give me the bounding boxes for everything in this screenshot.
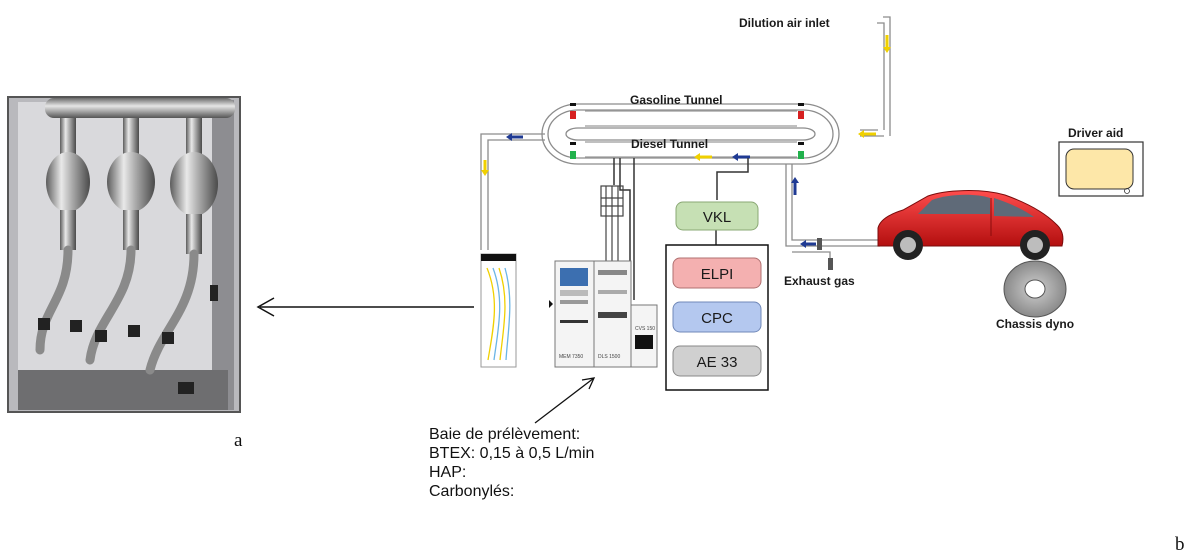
gasoline-tunnel-label: Gasoline Tunnel (630, 93, 722, 107)
sampling-rack: MEM 7350 DLS 1500 CVS 150 (549, 260, 658, 368)
photo-link-arrow (256, 297, 474, 317)
sampling-notes-title: Baie de prélèvement: (429, 426, 581, 443)
exhaust-arrow-left (800, 240, 816, 248)
rack-label-1: MEM 7350 (559, 354, 583, 360)
driver-aid-monitor (1058, 141, 1144, 197)
elpi-label: ELPI (701, 266, 734, 283)
car (877, 190, 1064, 260)
tunnel-markers (570, 103, 804, 159)
diesel-tunnel-bore (585, 142, 797, 157)
cpc-box (672, 301, 762, 333)
dilution-arrow-left (858, 130, 876, 138)
exit-arrow-down (481, 160, 489, 176)
sampling-note-hap: HAP: (429, 464, 467, 481)
vkl-label: VKL (703, 209, 731, 226)
sampling-lines (613, 158, 749, 300)
sampling-note-carbonyl: Carbonylés: (429, 483, 515, 500)
diesel-flow-arrows (694, 153, 750, 161)
chassis-dyno (1003, 260, 1067, 318)
elpi-box (672, 257, 762, 289)
sampling-cabinet-photo (7, 96, 241, 413)
exhaust-outlet (828, 258, 833, 270)
sampling-notes: Baie de prélèvement: BTEX: 0,15 à 0,5 L/… (429, 425, 594, 501)
exhaust-arrow-up (791, 177, 799, 195)
dilution-air-pipe (860, 16, 891, 137)
exhaust-gas-label: Exhaust gas (784, 274, 855, 288)
exit-arrow-left (506, 133, 523, 141)
diesel-tunnel-label: Diesel Tunnel (631, 137, 708, 151)
cpc-label: CPC (701, 310, 733, 327)
sampling-probe (480, 253, 517, 368)
dilution-arrow-down (883, 35, 891, 53)
vkl-box (675, 201, 759, 231)
chassis-dyno-label: Chassis dyno (996, 317, 1074, 331)
gasoline-tunnel-bore (585, 111, 797, 126)
ae33-box (672, 345, 762, 377)
sampling-note-btex: BTEX: 0,15 à 0,5 L/min (429, 445, 595, 462)
rack-label-3: CVS 150 (635, 326, 655, 332)
notes-link-arrow (534, 377, 596, 424)
ae33-label: AE 33 (697, 354, 738, 371)
driver-aid-label: Driver aid (1068, 126, 1123, 140)
photo-caption: a (234, 430, 243, 451)
rack-label-2: DLS 1500 (598, 354, 620, 360)
diagram-caption: b (1175, 534, 1185, 555)
tunnel-exit-pipe (480, 133, 545, 250)
filter-holder (600, 185, 624, 262)
dilution-air-label: Dilution air inlet (739, 16, 830, 30)
exhaust-line (785, 164, 880, 268)
